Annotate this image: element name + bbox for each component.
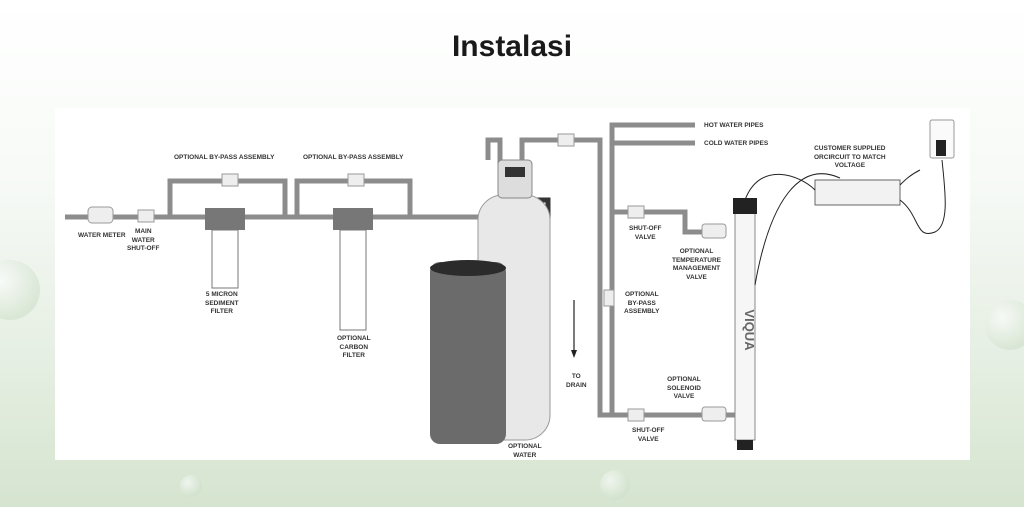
line: VOLTAGE — [834, 162, 866, 169]
line: FILTER — [342, 352, 365, 359]
label-water-meter: WATER METER — [78, 232, 126, 239]
line: WATER — [513, 451, 537, 459]
line: CUSTOMER SUPPLIED — [814, 145, 886, 152]
line: OPTIONAL — [679, 248, 714, 255]
line: SHUT-OFF — [629, 225, 662, 232]
label-cold-pipes: COLD WATER PIPES — [704, 140, 769, 147]
line: ORCIRCUIT TO MATCH — [814, 153, 886, 161]
line: TO — [571, 373, 581, 380]
line: FILTER — [210, 308, 233, 315]
line: TEMPERATURE — [672, 256, 721, 264]
label-hot-pipes: HOT WATER PIPES — [704, 122, 764, 129]
sediment-filter — [205, 208, 245, 289]
page-title: Instalasi — [451, 30, 573, 63]
main-shutoff-valve — [137, 209, 155, 223]
line: MAIN — [134, 228, 152, 235]
line: CARBON — [339, 343, 369, 351]
water-meter — [87, 206, 114, 224]
line: SHUT-OFF — [127, 245, 160, 252]
line: MANAGEMENT — [672, 265, 721, 272]
line: SOLENOID — [667, 384, 701, 392]
line: SEDIMENT — [205, 299, 239, 307]
line: SHUT-OFF — [632, 427, 665, 434]
line: OPTIONAL — [624, 291, 659, 298]
uv-controller — [814, 179, 901, 206]
line: VALVE — [637, 435, 659, 443]
viqua-brand: VIQUA — [742, 309, 757, 351]
label-bypass-2: OPTIONAL BY-PASS ASSEMBLY — [303, 154, 404, 161]
carbon-filter — [333, 208, 373, 331]
line: VALVE — [634, 233, 656, 241]
line: ASSEMBLY — [624, 308, 660, 315]
brine-tank — [430, 260, 506, 444]
line: OPTIONAL — [337, 335, 371, 342]
label-bypass-1: OPTIONAL BY-PASS ASSEMBLY — [174, 154, 275, 161]
line: OPTIONAL — [508, 443, 542, 450]
line: 5 MICRON — [205, 291, 238, 298]
line: WATER — [131, 236, 155, 244]
line: VALVE — [686, 273, 707, 281]
power-outlet — [929, 119, 955, 159]
line: DRAIN — [566, 381, 587, 389]
uv-system: VIQUA — [733, 198, 757, 450]
pipes — [65, 122, 735, 418]
line: BY-PASS — [627, 299, 656, 307]
line: OPTIONAL — [667, 376, 701, 383]
line: VALVE — [673, 393, 695, 400]
